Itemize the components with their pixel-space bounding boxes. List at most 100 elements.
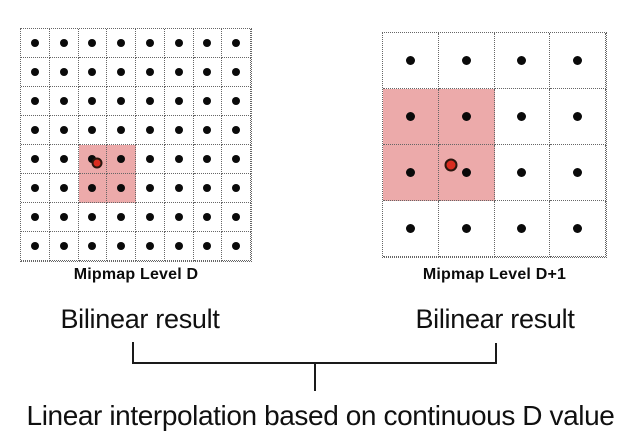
texel-dot [461, 112, 471, 121]
texel-cell [21, 87, 50, 116]
texel-cell [164, 145, 194, 174]
texel-cell [550, 201, 606, 257]
texel-cell [438, 33, 495, 89]
texel-cell [136, 58, 165, 87]
texel-cell [494, 145, 551, 201]
texel-cell [383, 201, 439, 257]
texel-dot [117, 68, 126, 76]
texel-cell [107, 116, 136, 145]
texel-cell-highlighted [107, 145, 136, 174]
texel-dot [517, 168, 527, 177]
texel-dot [461, 56, 471, 65]
texel-dot [30, 97, 39, 105]
texel-dot [405, 112, 415, 121]
texel-cell [49, 87, 79, 116]
texel-dot [232, 242, 241, 250]
texel-dot [203, 242, 212, 250]
mipmap-grid-level-d [20, 28, 252, 262]
texel-cell-highlighted [438, 89, 495, 145]
texel-dot [405, 56, 415, 65]
texel-cell [49, 145, 79, 174]
linear-interpolation-caption: Linear interpolation based on continuous… [26, 400, 615, 431]
texel-dot [59, 126, 68, 134]
texel-cell [21, 174, 50, 203]
texel-dot [405, 168, 415, 177]
texel-dot [145, 39, 154, 47]
texel-cell [222, 29, 251, 58]
texel-cell [193, 87, 223, 116]
texel-dot [88, 242, 97, 250]
texel-dot [145, 184, 154, 192]
texel-dot [203, 68, 212, 76]
texel-dot [174, 68, 183, 76]
texel-cell [49, 116, 79, 145]
texel-dot [117, 213, 126, 221]
texel-dot [232, 68, 241, 76]
texel-cell [136, 203, 165, 232]
texel-dot [30, 184, 39, 192]
texel-cell [107, 232, 136, 261]
texel-cell [222, 232, 251, 261]
texel-cell [222, 203, 251, 232]
texel-cell [21, 116, 50, 145]
texel-dot [232, 126, 241, 134]
mipmap-grid-level-d-plus-1 [382, 32, 607, 258]
texel-cell [164, 87, 194, 116]
texel-cell [136, 174, 165, 203]
texel-dot [232, 213, 241, 221]
texel-dot [145, 155, 154, 163]
texel-cell [21, 203, 50, 232]
texel-cell [49, 232, 79, 261]
texel-cell [222, 116, 251, 145]
texel-cell [107, 203, 136, 232]
texel-dot [232, 184, 241, 192]
texel-cell [49, 58, 79, 87]
sample-point-dot [91, 157, 103, 169]
texel-cell [49, 29, 79, 58]
texel-cell [136, 145, 165, 174]
texel-cell [78, 29, 108, 58]
texel-dot [30, 213, 39, 221]
texel-dot [517, 112, 527, 121]
texel-dot [461, 168, 471, 177]
mipmap-level-d-label: Mipmap Level D [73, 266, 199, 283]
texel-dot [405, 224, 415, 233]
texel-dot [461, 224, 471, 233]
texel-cell [193, 29, 223, 58]
texel-dot [203, 184, 212, 192]
texel-dot [88, 126, 97, 134]
texel-cell [49, 203, 79, 232]
texel-cell [222, 87, 251, 116]
bilinear-result-left-label: Bilinear result [60, 304, 220, 334]
texel-cell [78, 87, 108, 116]
texel-dot [174, 97, 183, 105]
texel-cell [107, 87, 136, 116]
texel-cell-highlighted [78, 174, 108, 203]
texel-dot [203, 155, 212, 163]
texel-dot [232, 97, 241, 105]
texel-cell [193, 116, 223, 145]
texel-cell [193, 58, 223, 87]
texel-cell [222, 174, 251, 203]
texel-cell [21, 145, 50, 174]
texel-dot [232, 39, 241, 47]
texel-cell [107, 58, 136, 87]
texel-dot [117, 155, 126, 163]
texel-dot [517, 56, 527, 65]
texel-cell [78, 203, 108, 232]
texel-dot [59, 242, 68, 250]
texel-dot [145, 213, 154, 221]
texel-cell [21, 58, 50, 87]
texel-dot [59, 97, 68, 105]
texel-cell [78, 58, 108, 87]
bracket-right-tick [495, 343, 497, 364]
texel-cell [164, 116, 194, 145]
texel-dot [117, 97, 126, 105]
texel-cell-highlighted [383, 89, 439, 145]
texel-dot [174, 184, 183, 192]
bracket-left-tick [132, 342, 134, 364]
texel-cell [107, 29, 136, 58]
texel-dot [59, 39, 68, 47]
texel-dot [145, 126, 154, 134]
